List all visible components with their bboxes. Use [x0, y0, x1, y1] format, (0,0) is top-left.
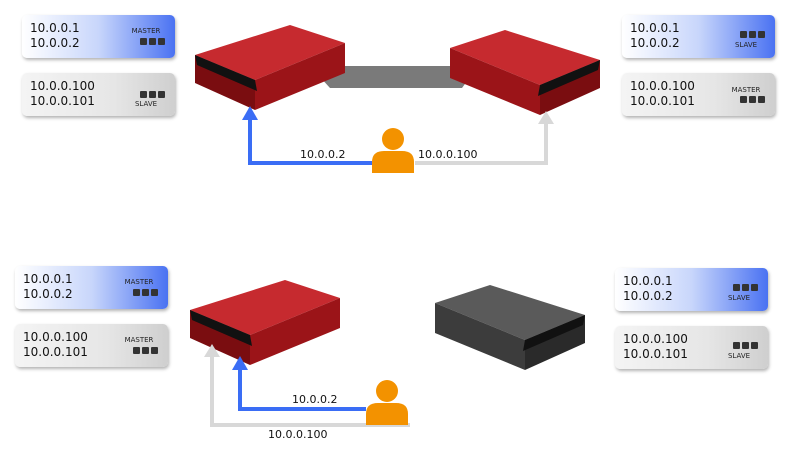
- route-label: 10.0.0.100: [268, 428, 328, 441]
- grey-route-bottom: [210, 355, 410, 427]
- grey-route-top: [415, 122, 548, 165]
- user-icon: [372, 128, 414, 173]
- blue-route-bottom: [238, 368, 366, 411]
- server-top-left: [195, 25, 345, 110]
- route-label: 10.0.0.100: [418, 148, 478, 161]
- user-icon: [366, 380, 408, 425]
- route-label: 10.0.0.2: [300, 148, 346, 161]
- route-label: 10.0.0.2: [292, 393, 338, 406]
- server-top-right: [450, 30, 600, 115]
- server-bottom-right-offline: [435, 285, 585, 370]
- link-bar: [320, 66, 470, 88]
- blue-route-top: [248, 118, 372, 165]
